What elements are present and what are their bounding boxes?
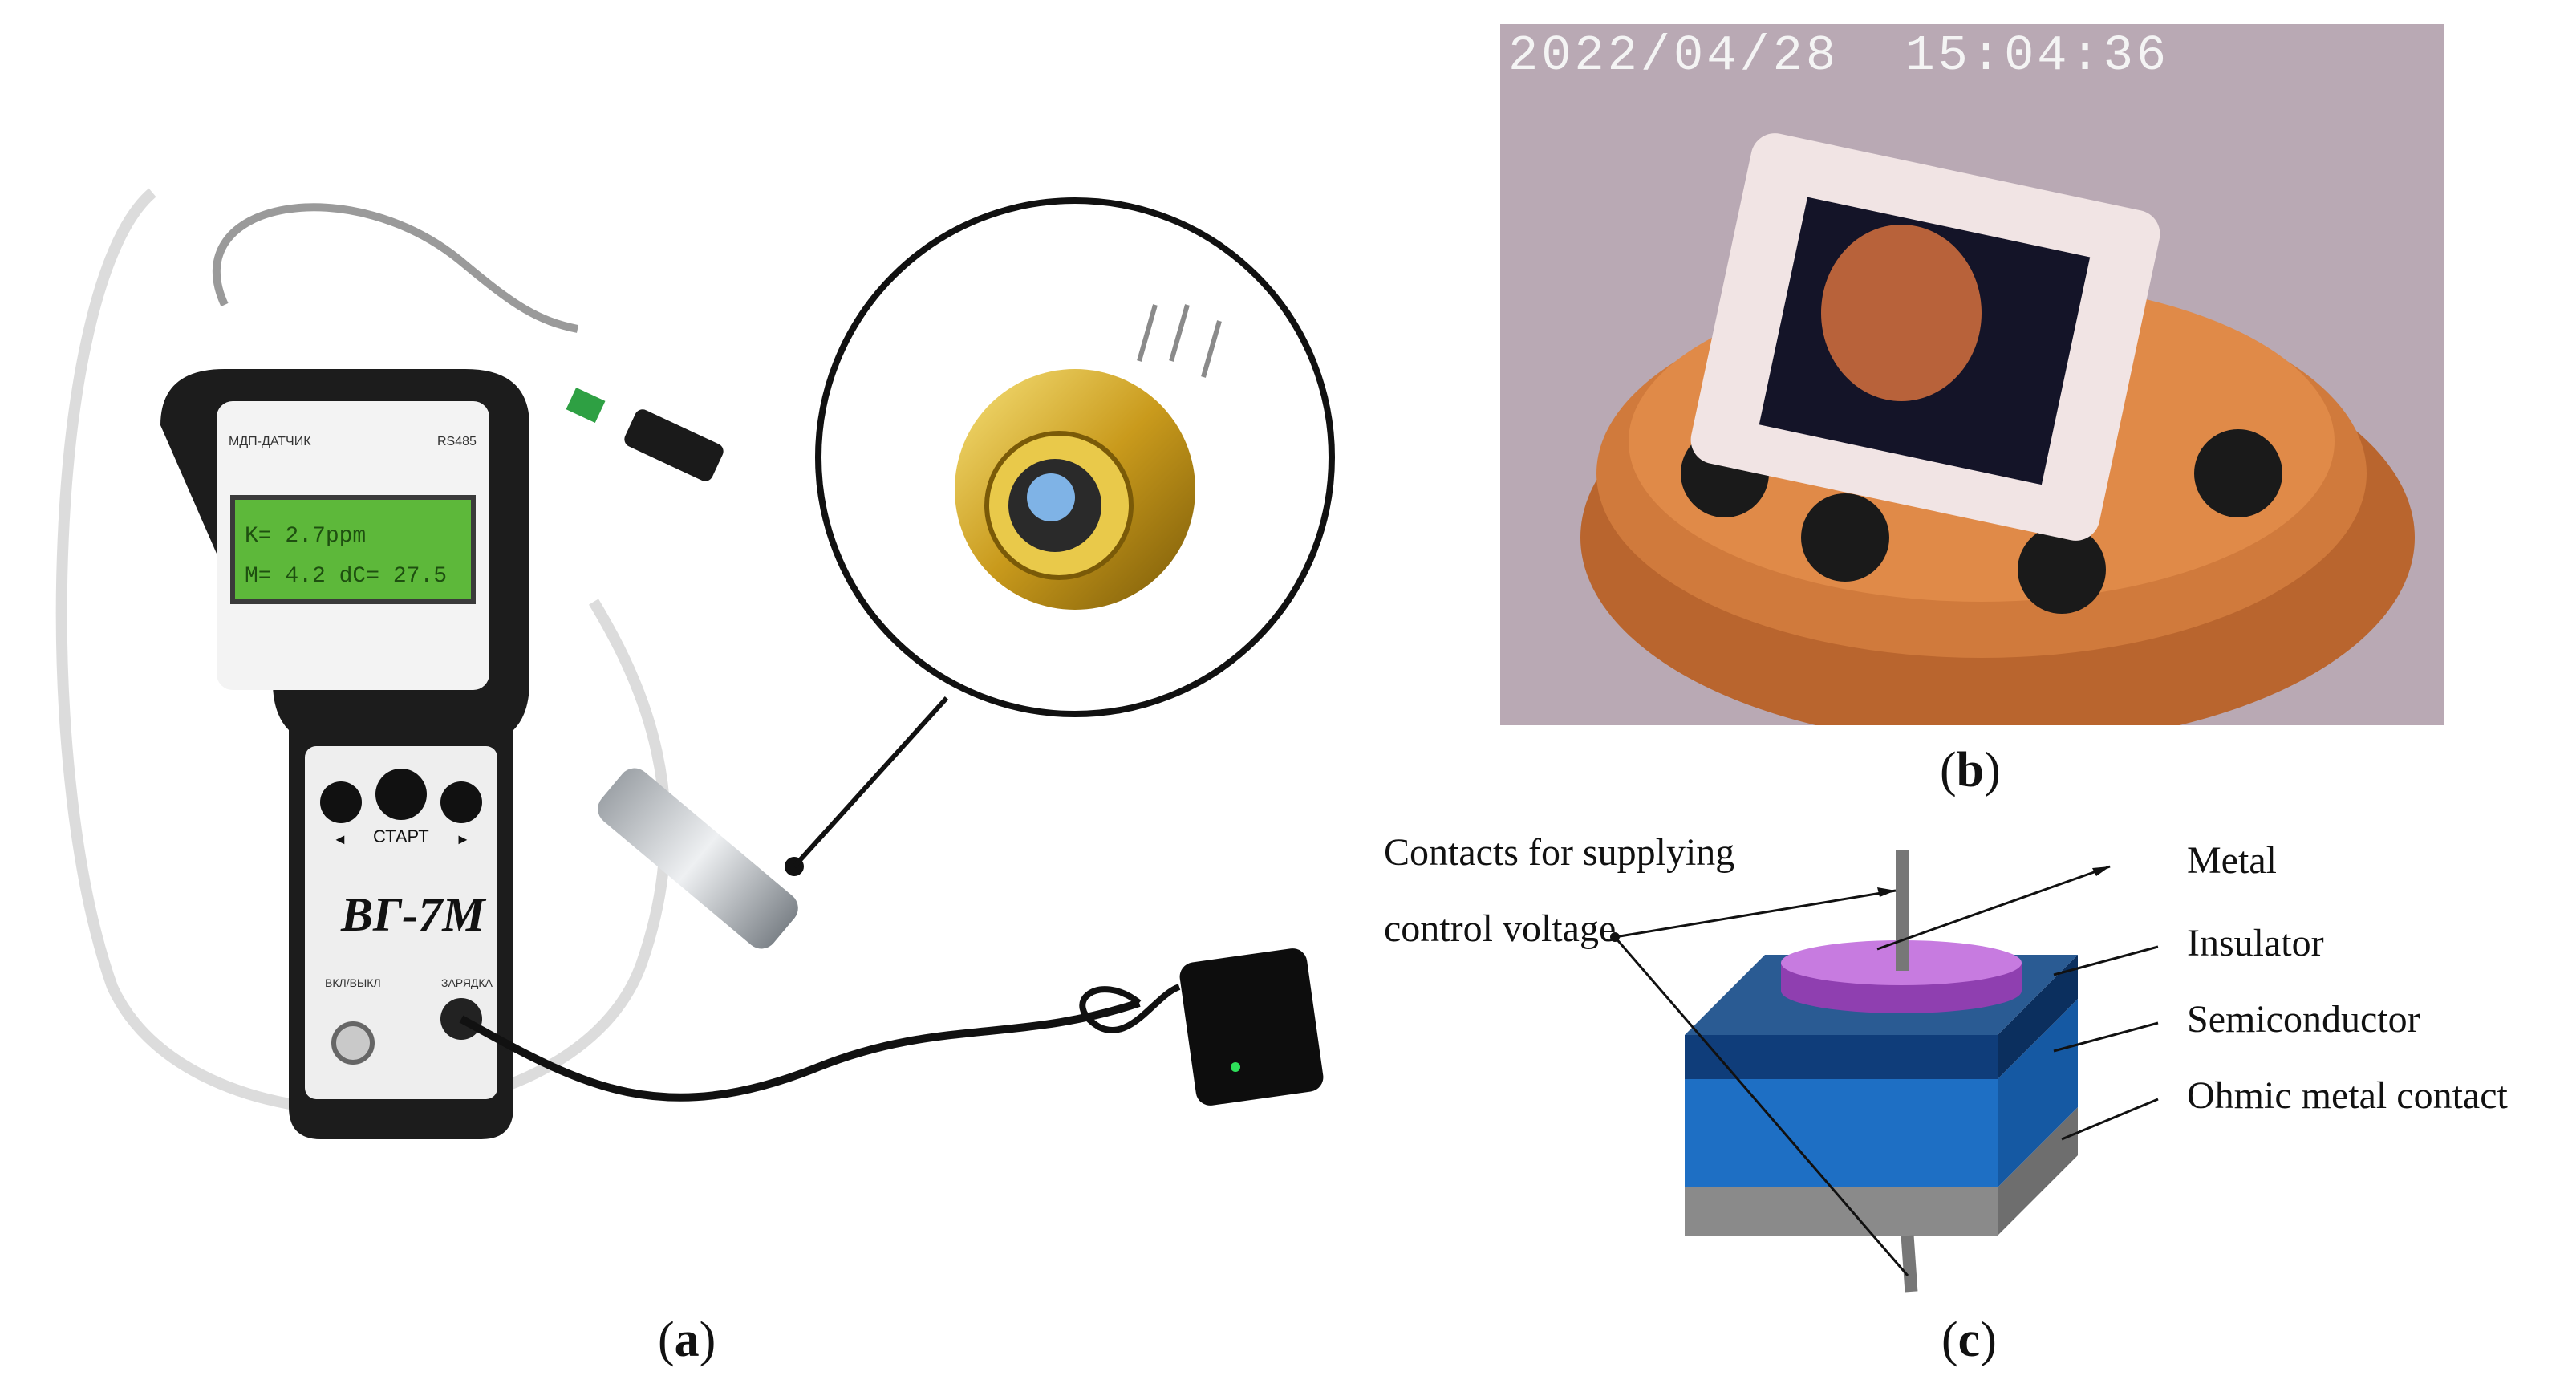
caption-b-letter: b: [1956, 743, 1985, 797]
label-semiconductor: Semiconductor: [2187, 998, 2420, 1041]
right-arrow: ►: [456, 831, 470, 847]
caption-c-letter: c: [1957, 1313, 1981, 1367]
model-label: ВГ-7М: [340, 888, 487, 941]
semiconductor-layer-side: [1998, 999, 2078, 1187]
insulator-layer-front: [1685, 1035, 1998, 1079]
lcd-line-2: M= 4.2 dC= 27.5: [245, 564, 447, 589]
caption-a-letter: a: [674, 1313, 700, 1367]
power-label: ВКЛ/ВЫКЛ: [325, 976, 381, 989]
label-contacts-line-2: control voltage: [1384, 907, 1617, 950]
start-label: СТАРТ: [373, 826, 429, 846]
usb-adapter: [624, 409, 724, 481]
charger-cable: [459, 999, 1141, 1102]
caption-b: (b): [1940, 743, 2001, 797]
lcd-screen: [230, 495, 476, 604]
grey-cable: [212, 203, 578, 333]
mis-structure-diagram: [1610, 850, 2159, 1293]
charge-label: ЗАРЯДКА: [441, 976, 493, 989]
gas-detector-photo: K= 2.7ppm M= 4.2 dC= 27.5 МДП-ДАТЧИК RS4…: [55, 188, 1335, 1139]
sensor-port-label: МДП-ДАТЧИК: [229, 435, 311, 448]
caption-c: (c): [1941, 1313, 1997, 1367]
top-contact-rod: [1896, 850, 1909, 971]
panel-a: K= 2.7ppm M= 4.2 dC= 27.5 МДП-ДАТЧИК RS4…: [16, 120, 1380, 1163]
start-button: [375, 769, 427, 820]
left-arrow: ◄: [333, 831, 347, 847]
sensor-probe: [598, 768, 798, 949]
charger: [1179, 948, 1324, 1106]
panel-b: 2022/04/28 15:04:36: [1500, 24, 2444, 725]
photo-timestamp: 2022/04/28 15:04:36: [1508, 27, 2170, 84]
lcd-line-1: K= 2.7ppm: [245, 524, 366, 549]
bottom-contact-rod: [1901, 1235, 1918, 1293]
insulator-layer-side: [1998, 955, 2078, 1079]
power-button: [331, 1021, 375, 1065]
semiconductor-layer-front: [1685, 1079, 1998, 1187]
ohmic-layer-front: [1685, 1187, 1998, 1236]
caption-a: (a): [658, 1313, 716, 1367]
rs485-label: RS485: [437, 435, 477, 448]
label-insulator: Insulator: [2187, 922, 2324, 964]
ohmic-layer-side: [1998, 1107, 2078, 1236]
label-metal: Metal: [2187, 839, 2277, 882]
right-button: [440, 781, 482, 823]
label-ohmic-contact: Ohmic metal contact: [2187, 1074, 2508, 1117]
label-contacts-line-1: Contacts for supplying: [1384, 831, 1735, 874]
left-button: [320, 781, 362, 823]
mis-sensor-photo: [1500, 24, 2444, 725]
